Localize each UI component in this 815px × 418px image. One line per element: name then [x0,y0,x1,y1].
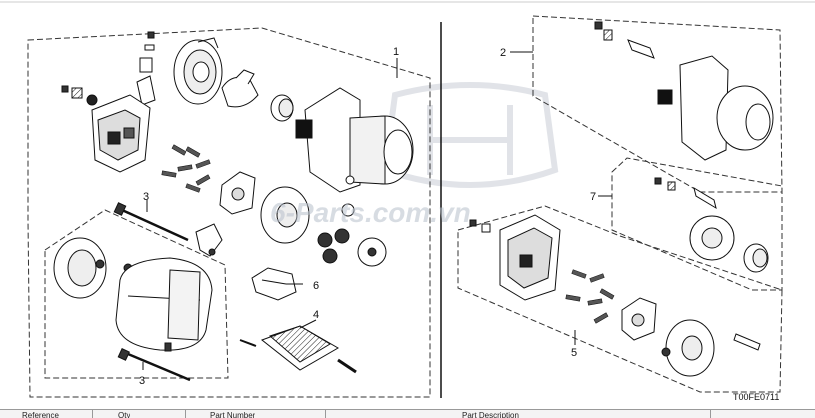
callout-4: 4 [313,309,319,321]
insulator-plate-right-icon [661,319,715,377]
brush-holder-right-icon [469,214,561,301]
callout-5: 5 [571,347,577,359]
parts-table-header: Reference Qty Part Number Part Descripti… [0,409,815,418]
assembly-outline-7 [611,157,783,291]
header-separator [185,410,186,418]
header-separator [710,410,711,418]
bearing-ring-icon [270,94,294,122]
through-bolt-icon [113,202,189,242]
callout-1: 1 [393,46,399,58]
brush-holder-assembly-icon [91,94,151,173]
small-pin-right-icon [733,333,761,351]
planetary-gear-set-icon [317,203,387,267]
assembly-outline-main [27,27,431,398]
armature-icon [239,325,357,374]
starter-motor-body-right-icon [657,55,774,161]
header-qty: Qty [118,411,131,418]
rear-end-cover-icon [173,37,223,105]
callout-2: 2 [500,47,506,59]
header-reference: Reference [22,411,59,418]
header-part-description: Part Description [462,411,519,418]
header-separator [92,410,93,418]
diagram-code: T00FE0711 [733,392,779,402]
brush-plate-right-icon [621,297,657,341]
insulator-plate-icon [260,186,310,244]
callout-3-upper: 3 [143,191,149,203]
through-bolt-lower-icon [117,342,191,382]
clip-bracket-icon [221,69,259,108]
assembly-outline-2 [532,15,783,193]
callout-7: 7 [590,191,596,203]
rubber-insulator-icon [251,267,297,301]
starter-motor-body-icon [295,87,414,193]
screw-small-right-icon [594,21,655,59]
header-part-number: Part Number [210,411,256,418]
motor-housing-shell-icon [115,257,213,351]
assembly-outline-5 [457,205,783,393]
watermark-text: 6-Parts.com.vn [270,197,471,228]
header-separator [325,410,326,418]
screw-small-icon [61,85,98,106]
brush-spring-set-icon [161,144,211,193]
brush-plate-icon [219,171,256,215]
bolt-stack-icon [136,31,156,106]
clamp-bracket-icon [195,223,223,257]
brush-spring-set-right-icon [565,269,615,324]
callout-leaders [142,51,612,370]
yoke-field-frame-icon [53,237,133,299]
callout-3-lower: 3 [139,375,145,387]
pinion-gear-set-icon [654,177,769,273]
callout-6: 6 [313,280,319,292]
